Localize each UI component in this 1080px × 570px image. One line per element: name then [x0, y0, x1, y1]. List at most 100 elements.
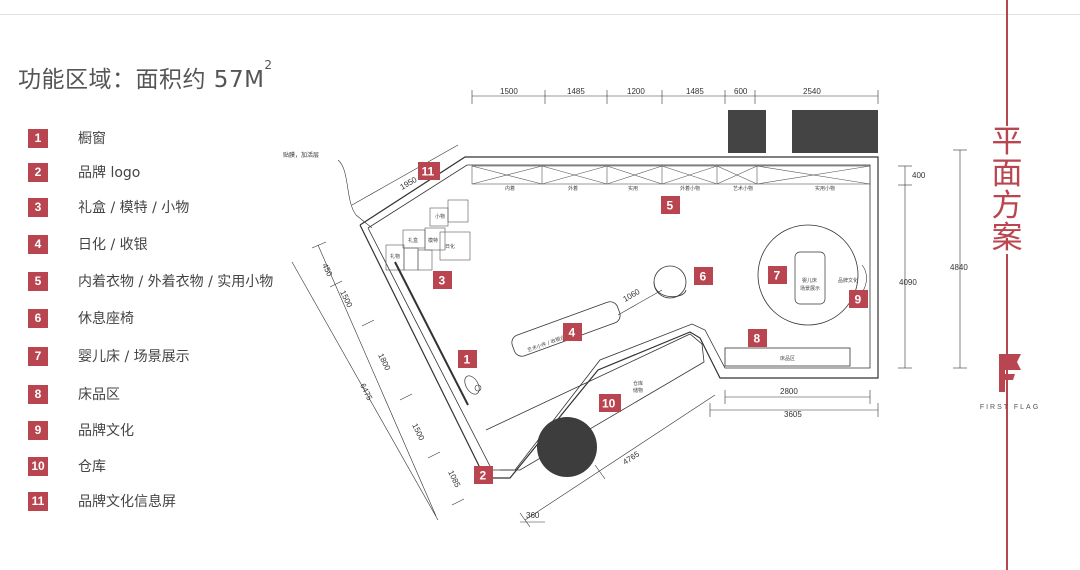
- legend-label: 品牌文化: [78, 423, 134, 439]
- marker-number: 5: [667, 199, 674, 213]
- legend-label: 仓库: [78, 459, 106, 475]
- outer-wall: [359, 156, 879, 479]
- top-rule: [0, 14, 1080, 15]
- legend-label: 婴儿床 / 场景展示: [78, 349, 190, 365]
- dim-label: 1500: [410, 422, 426, 442]
- dim-label: 6475: [358, 382, 374, 402]
- legend-label: 日化 / 收银: [78, 237, 148, 253]
- dim-label: 1800: [376, 352, 392, 372]
- dim-label: 3605: [784, 410, 802, 419]
- marker-number: 6: [700, 270, 707, 284]
- legend-number: 5: [28, 271, 48, 291]
- legend-number: 1: [28, 128, 48, 148]
- marker-10: 10: [599, 394, 621, 412]
- box-label: 礼盒: [408, 237, 418, 244]
- box: [403, 247, 419, 271]
- dim-label: 2540: [803, 87, 821, 96]
- dim-tick: [594, 464, 606, 480]
- dim-tick: [519, 512, 531, 528]
- annotation-text: 贴膜，加活层: [283, 151, 319, 159]
- marker-box: [433, 271, 452, 289]
- marker-8: 8: [748, 329, 767, 347]
- dim-line: [524, 394, 716, 521]
- legend-number: 8: [28, 384, 48, 404]
- warehouse: [485, 333, 705, 471]
- dim-label: 4090: [899, 278, 917, 287]
- dim-label: 1500: [338, 289, 354, 309]
- warehouse-wall: [485, 333, 705, 471]
- shelf-cross: [471, 165, 543, 185]
- legend-label: 品牌文化信息屏: [78, 494, 176, 510]
- shelf-cross: [606, 165, 663, 185]
- box: [447, 199, 469, 223]
- box-label: 日化: [445, 243, 455, 250]
- shelf-cross: [756, 165, 871, 185]
- leader-line: [337, 159, 373, 229]
- box: [439, 231, 471, 261]
- shelf-cross: [541, 165, 608, 185]
- marker-5: 5: [661, 196, 680, 214]
- dim-label: 1485: [567, 87, 585, 96]
- dim-line: [317, 244, 437, 517]
- bed-area: [724, 347, 851, 367]
- dim-label: 1200: [627, 87, 645, 96]
- marker-number: 11: [422, 165, 435, 179]
- dim-label: 400: [912, 171, 926, 180]
- legend-number: 9: [28, 420, 48, 440]
- marker-box: [748, 329, 767, 347]
- marker-box: [458, 350, 477, 368]
- crib-platform: [757, 224, 859, 326]
- inner-wall: [367, 164, 871, 471]
- dim-line: [351, 144, 459, 206]
- left-dimensions: [291, 241, 465, 521]
- dim-label: 360: [526, 511, 540, 520]
- dim-label: 1060: [622, 287, 642, 304]
- warehouse-label: 仓库: [633, 380, 643, 387]
- dim-label: 2800: [780, 387, 798, 396]
- box-label: 小物: [435, 213, 445, 220]
- marker-number: 8: [754, 332, 761, 346]
- marker-1: 1: [458, 350, 477, 368]
- marker-6: 6: [694, 267, 713, 285]
- dim-line: [291, 261, 439, 521]
- page-title: 功能区域：面积约 57M2: [18, 58, 273, 94]
- bed-label: 床品区: [780, 355, 795, 362]
- warehouse-label: 储物: [633, 387, 643, 394]
- marker-number: 4: [569, 326, 576, 340]
- marker-box: [694, 267, 713, 285]
- crib-sub-label: 场景展示: [800, 285, 820, 292]
- dim-label: 1085: [446, 469, 462, 489]
- marker-box: [418, 162, 440, 180]
- vertical-divider: [1006, 0, 1008, 570]
- dim-label: 4765: [621, 449, 641, 467]
- column-block: [728, 110, 766, 153]
- dim-tick: [399, 393, 413, 401]
- shelf-label: 艺术小物: [733, 185, 753, 192]
- marker-box: [474, 466, 493, 484]
- marker-number: 7: [774, 269, 781, 283]
- dim-label: 4840: [950, 263, 968, 272]
- marker-9: 9: [849, 290, 868, 308]
- window-display: [464, 375, 480, 395]
- box: [417, 249, 433, 271]
- dim-tick: [451, 498, 465, 506]
- marker-box: [768, 266, 787, 284]
- dim-tick: [427, 451, 441, 459]
- legend-label: 品牌 logo: [78, 165, 141, 181]
- dim-label: 450: [320, 262, 334, 278]
- plan-walls: [359, 156, 879, 479]
- dim-line: [617, 289, 663, 316]
- shelf-label: 外着: [568, 185, 578, 192]
- shelf-label: 外着小物: [680, 185, 700, 192]
- marker-box: [849, 290, 868, 308]
- legend-label: 床品区: [78, 387, 120, 403]
- legend-number: 3: [28, 197, 48, 217]
- legend-number: 6: [28, 308, 48, 328]
- marker-number: 10: [602, 397, 616, 411]
- marker-box: [599, 394, 621, 412]
